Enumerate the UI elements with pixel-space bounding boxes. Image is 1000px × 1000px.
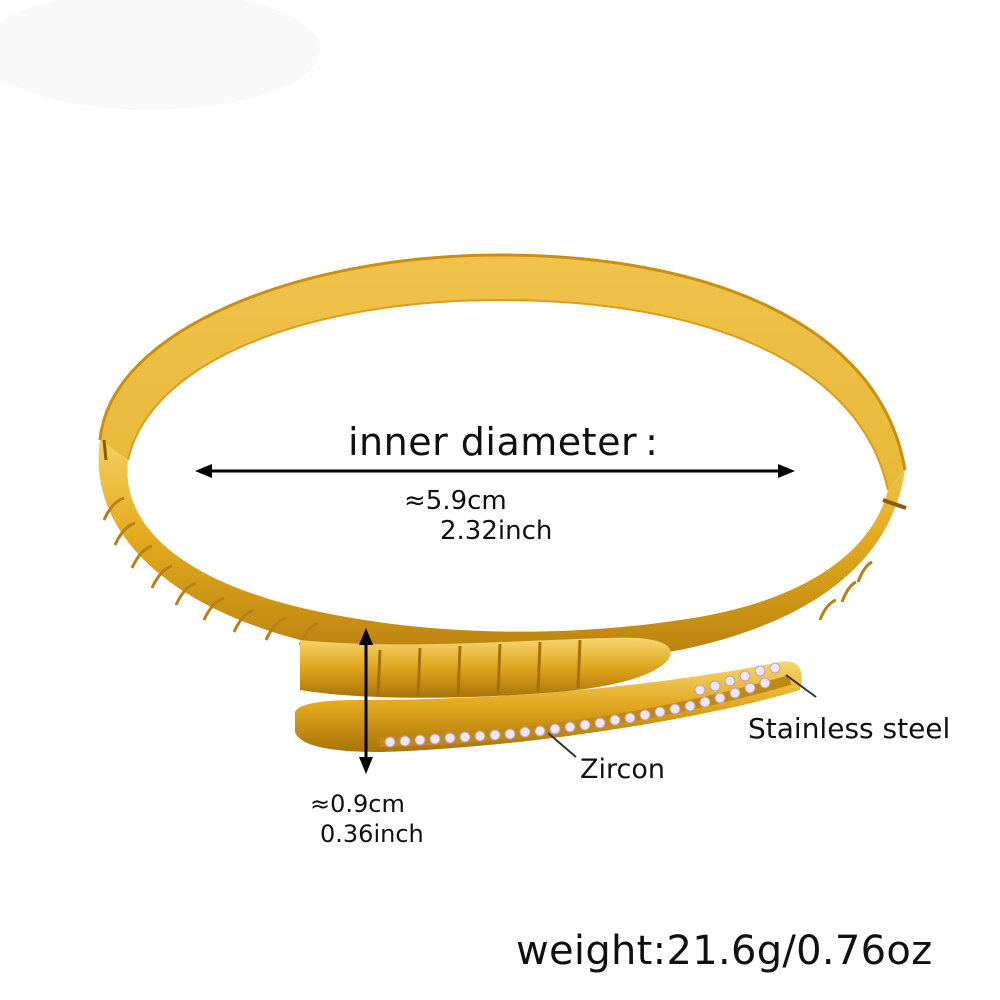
width-cm: ≈0.9cm xyxy=(310,790,405,818)
bangle-back xyxy=(98,253,907,491)
nail-head xyxy=(300,637,671,698)
ribbed-texture xyxy=(102,496,873,646)
zircon-label: Zircon xyxy=(580,754,665,785)
zircon-band xyxy=(295,661,802,752)
weight-label: weight:21.6g/0.76oz xyxy=(516,928,933,974)
inner-diameter-inch: 2.32inch xyxy=(440,516,553,546)
bangle-front xyxy=(98,439,907,663)
inner-diameter-title: inner diameter : xyxy=(348,420,659,464)
zircon-stones xyxy=(384,662,781,748)
steel-leader-line xyxy=(785,674,817,698)
zircon-leader-line xyxy=(547,732,577,758)
inner-diameter-cm: ≈5.9cm xyxy=(404,486,507,516)
width-arrow-icon xyxy=(359,628,373,774)
diameter-arrow-icon xyxy=(195,464,795,478)
stainless-steel-label: Stainless steel xyxy=(748,712,951,745)
width-inch: 0.36inch xyxy=(320,820,424,848)
background-smudge xyxy=(0,0,320,110)
